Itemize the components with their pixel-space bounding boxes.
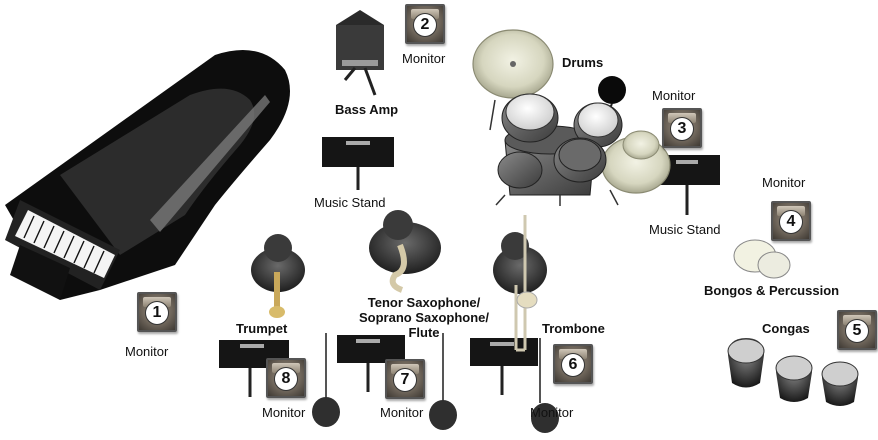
flute-line: Flute	[408, 324, 440, 340]
music-stand-label: Music Stand	[314, 195, 386, 210]
monitor-3-label: Monitor	[652, 88, 696, 103]
monitor-number: 3	[671, 118, 693, 141]
drum-kit-icon	[472, 29, 671, 206]
monitor-2-label: Monitor	[402, 51, 446, 66]
monitor-number: 6	[562, 354, 584, 377]
bongos-percussion-label: Bongos & Percussion	[704, 283, 840, 298]
monitor-7-icon: 7	[385, 359, 425, 399]
monitor-1-icon: 1	[137, 292, 177, 332]
microphone-stand-icon	[531, 338, 559, 433]
trombone-player-icon	[493, 215, 547, 352]
congas-label: Congas	[762, 321, 810, 336]
monitor-8-label: Monitor	[262, 405, 306, 420]
monitor-8-icon: 8	[266, 358, 306, 398]
trumpet-label: Trumpet	[236, 321, 288, 336]
monitor-1-label: Monitor	[125, 344, 169, 359]
monitor-4-label: Monitor	[762, 175, 806, 190]
monitor-4-icon: 4	[771, 201, 811, 241]
trombone-label: Trombone	[542, 321, 605, 336]
bass-amp-icon	[336, 10, 384, 96]
microphone-stand-icon	[312, 333, 340, 427]
monitor-number: 5	[846, 320, 868, 343]
microphone-stand-icon	[429, 333, 457, 430]
bass-amp-label: Bass Amp	[335, 102, 399, 117]
monitor-2-icon: 2	[405, 4, 445, 44]
soprano-saxophone-line: Soprano Saxophone/	[358, 309, 489, 325]
drums-label: Drums	[562, 55, 604, 70]
monitor-number: 7	[394, 369, 416, 392]
monitor-6-label: Monitor	[530, 405, 574, 420]
monitor-number: 1	[146, 302, 168, 325]
congas-icon	[727, 338, 859, 406]
music-stand-icon	[337, 335, 405, 392]
monitor-5-icon: 5	[837, 310, 877, 350]
music-stand-label: Music Stand	[649, 222, 721, 237]
tenor-saxophone-label: Tenor Saxophone/ Soprano Saxophone/ Flut…	[348, 295, 500, 341]
music-stand-icon	[322, 137, 394, 190]
monitor-7-label: Monitor	[380, 405, 424, 420]
monitor-number: 8	[275, 368, 297, 391]
tenor-saxophone-line: Tenor Saxophone/	[367, 295, 481, 310]
monitor-number: 4	[780, 211, 802, 234]
saxophone-player-icon	[369, 210, 441, 293]
bongos-icon	[733, 239, 791, 279]
monitor-3-icon: 3	[662, 108, 702, 148]
monitor-number: 2	[414, 14, 436, 37]
grand-piano-icon	[5, 50, 290, 300]
music-stand-icon	[470, 338, 538, 395]
trumpet-player-icon	[251, 234, 305, 318]
monitor-6-icon: 6	[553, 344, 593, 384]
